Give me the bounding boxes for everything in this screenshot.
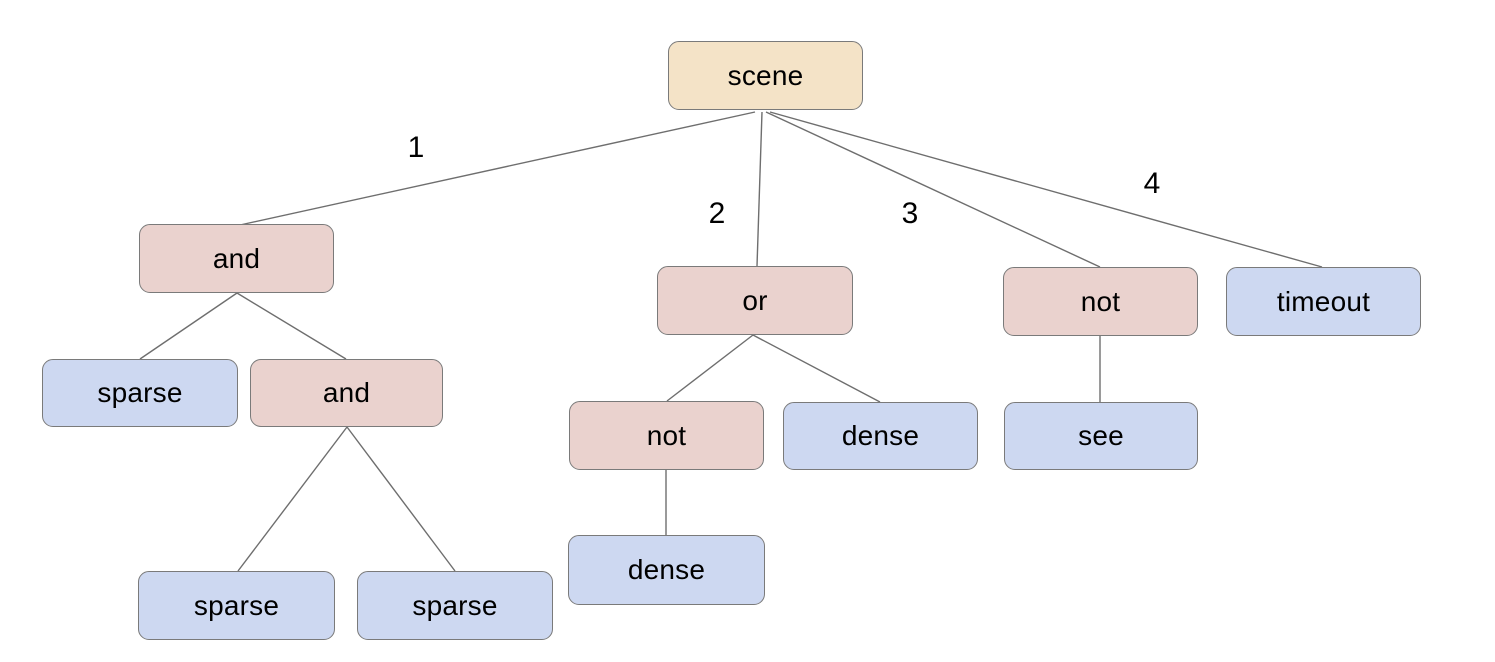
edge-label-3: 3 — [901, 197, 919, 230]
edge-scene-to-not-2 — [765, 111, 1101, 268]
tree-node-scene: scene — [668, 41, 863, 110]
edge-scene-to-timeout — [769, 111, 1323, 268]
tree-node-dense-2: dense — [568, 535, 765, 605]
edge-and-1-to-sparse-1 — [139, 292, 238, 360]
edge-or-1-to-dense-1 — [752, 334, 881, 403]
tree-node-dense-1: dense — [783, 402, 978, 470]
tree-node-and-1: and — [139, 224, 334, 293]
tree-node-not-1: not — [569, 401, 764, 470]
edge-and-2-to-sparse-2 — [237, 426, 348, 572]
tree-node-not-2: not — [1003, 267, 1198, 336]
edge-and-1-to-and-2 — [236, 292, 347, 360]
tree-node-sparse-1: sparse — [42, 359, 238, 427]
tree-node-see: see — [1004, 402, 1198, 470]
edge-scene-to-or-1 — [756, 111, 763, 267]
tree-node-sparse-3: sparse — [357, 571, 553, 640]
tree-node-timeout: timeout — [1226, 267, 1421, 336]
tree-node-or-1: or — [657, 266, 853, 335]
edge-label-2: 2 — [708, 197, 726, 230]
edge-label-4: 4 — [1143, 167, 1161, 200]
edge-label-1: 1 — [407, 131, 425, 164]
edge-and-2-to-sparse-3 — [346, 426, 456, 572]
edge-scene-to-and-1 — [239, 111, 756, 226]
tree-node-sparse-2: sparse — [138, 571, 335, 640]
edge-or-1-to-not-1 — [666, 334, 754, 402]
tree-node-and-2: and — [250, 359, 443, 427]
